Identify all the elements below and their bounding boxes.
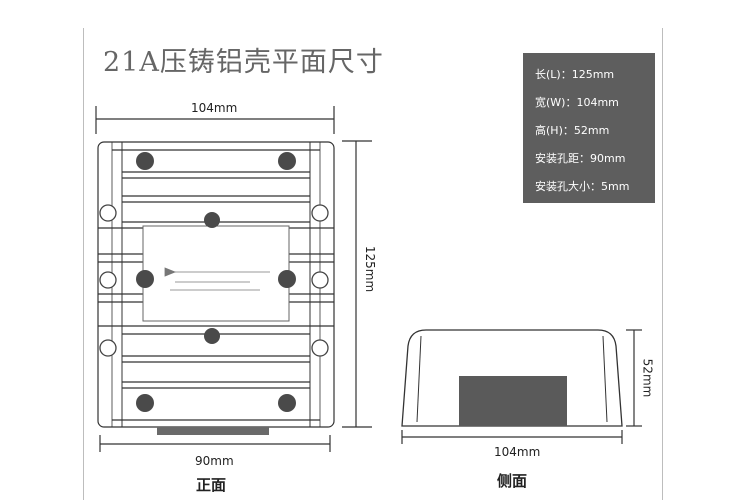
front-height-dimension <box>342 140 372 428</box>
side-width-dimension <box>401 430 623 444</box>
side-width-label: 104mm <box>494 445 541 459</box>
page-title: 21A压铸铝壳平面尺寸 <box>103 47 384 78</box>
spec-hole-pitch: 安装孔距：90mm <box>535 152 626 165</box>
mounting-hole <box>99 339 117 357</box>
mounting-hole <box>311 204 329 222</box>
connector-strip <box>157 427 269 435</box>
side-view <box>401 329 642 444</box>
screw-dot <box>136 152 154 170</box>
spec-hole-size: 安装孔大小：5mm <box>535 180 630 193</box>
front-hole-dimension <box>99 435 331 452</box>
side-port <box>459 376 567 426</box>
mounting-holes <box>99 204 329 357</box>
screw-dot <box>278 394 296 412</box>
side-view-caption: 侧面 <box>497 472 528 490</box>
side-height-dimension <box>626 329 642 427</box>
screw-dot <box>136 394 154 412</box>
screw-dot <box>204 212 220 228</box>
spec-height: 高(H)：52mm <box>535 124 610 137</box>
mounting-hole <box>311 339 329 357</box>
side-height-label: 52mm <box>640 358 655 398</box>
front-width-label: 104mm <box>191 101 238 115</box>
screw-dot <box>278 270 296 288</box>
page-frame <box>83 28 663 500</box>
label-plate-marking <box>164 267 270 291</box>
mounting-hole <box>99 271 117 289</box>
screw-dot <box>278 152 296 170</box>
front-height-label: 125mm <box>363 245 378 293</box>
mounting-hole <box>311 271 329 289</box>
front-hole-label: 90mm <box>195 454 234 468</box>
spec-panel: 长(L)：125mm 宽(W)：104mm 高(H)：52mm 安装孔距：90m… <box>523 53 655 203</box>
front-view <box>95 106 372 452</box>
front-view-caption: 正面 <box>196 476 227 494</box>
front-width-dimension <box>95 106 335 134</box>
screw-dot <box>204 328 220 344</box>
spec-length: 长(L)：125mm <box>535 68 615 81</box>
spec-width: 宽(W)：104mm <box>535 96 619 109</box>
mounting-hole <box>99 204 117 222</box>
side-housing-outline <box>401 329 623 427</box>
screw-dot <box>136 270 154 288</box>
screw-dots <box>136 152 296 412</box>
